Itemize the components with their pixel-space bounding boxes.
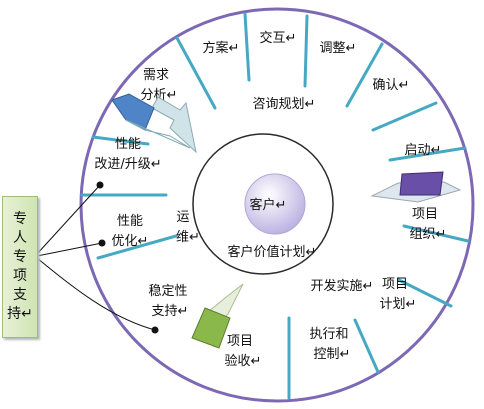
segment-wendingxing-line1: 稳定性 <box>148 283 187 299</box>
segment-xingneng-youhua-line2: 优化↵ <box>112 234 149 249</box>
divider-line <box>345 42 384 108</box>
connector-dot-1 <box>96 181 104 189</box>
segment-xiangmu-zuzhi-line1: 项目 <box>412 207 438 222</box>
divider-line <box>91 135 150 146</box>
segment-xingneng-youhua-line1: 性能 <box>117 214 143 229</box>
divider-line <box>402 224 470 243</box>
side-char: 支 <box>13 287 27 303</box>
segment-kaifa-shishi-label: 开发实施↵ <box>311 278 374 294</box>
segment-jiaohu-label: 交互↵ <box>260 30 297 46</box>
segment-wendingxing-line2: 支持↵ <box>152 304 189 319</box>
divider-line <box>303 14 309 88</box>
side-char: 专 <box>13 211 27 227</box>
segment-xiangmu-yanshou-line1: 项目 <box>227 334 253 349</box>
divider-line <box>397 278 453 308</box>
marker-green <box>191 283 244 349</box>
divider-line <box>388 146 467 162</box>
segment-zhixing-kongzhi-line2: 控制↵ <box>314 347 351 362</box>
side-char: 项 <box>13 268 27 284</box>
divider-line <box>175 36 217 110</box>
segment-zhixing-kongzhi-line1: 执行和 <box>309 327 348 342</box>
connector-dot-2 <box>98 239 106 247</box>
segment-xiangmu-yanshou-line2: 验收↵ <box>225 353 262 369</box>
segment-xiangmu-jihua-line1: 项目 <box>382 277 408 292</box>
connector-line-2 <box>36 242 103 257</box>
marker-blue <box>111 93 197 154</box>
segment-xiangmu-jihua-line2: 计划↵ <box>380 297 417 312</box>
divider-line <box>96 234 178 260</box>
divider-line <box>353 318 380 374</box>
segment-xuqiu-fenxi-line2: 分析↵ <box>141 88 178 103</box>
segment-qidong-label: 启动↵ <box>405 143 442 158</box>
side-char: 持↵ <box>7 306 33 322</box>
segment-xingneng-gaijin-line1: 性能 <box>115 137 141 152</box>
connector-dot-3 <box>151 326 159 334</box>
connector-line-3 <box>36 257 156 331</box>
segment-xuqiu-fenxi-line1: 需求 <box>143 68 169 83</box>
center-node <box>244 173 306 235</box>
divider-line <box>371 101 438 132</box>
segment-queren-label: 确认↵ <box>373 78 410 93</box>
inner-left-label-1: 运 <box>176 210 189 225</box>
center-label: 客户↵ <box>250 197 287 213</box>
side-callout-box: 专 人 专 项 支 持↵ <box>2 196 38 338</box>
marker-purple <box>370 171 462 203</box>
divider-line <box>243 12 251 82</box>
segment-dividers <box>80 12 470 400</box>
segment-xingneng-gaijin-line2: 改进/升级↵ <box>94 157 161 172</box>
connector-line-1 <box>36 184 101 255</box>
segment-tiaozheng-label: 调整↵ <box>320 41 357 56</box>
side-connectors <box>36 184 156 331</box>
inner-bottom-label: 客户价值计划↵ <box>228 244 317 260</box>
inner-top-label: 咨询规划↵ <box>253 97 316 112</box>
segment-fangan-label: 方案↵ <box>203 40 240 56</box>
side-char: 人 <box>13 230 27 246</box>
inner-left-label-2: 维↵ <box>176 230 200 245</box>
segment-xiangmu-zuzhi-line2: 组织↵ <box>410 227 447 242</box>
side-char: 专 <box>13 249 27 265</box>
